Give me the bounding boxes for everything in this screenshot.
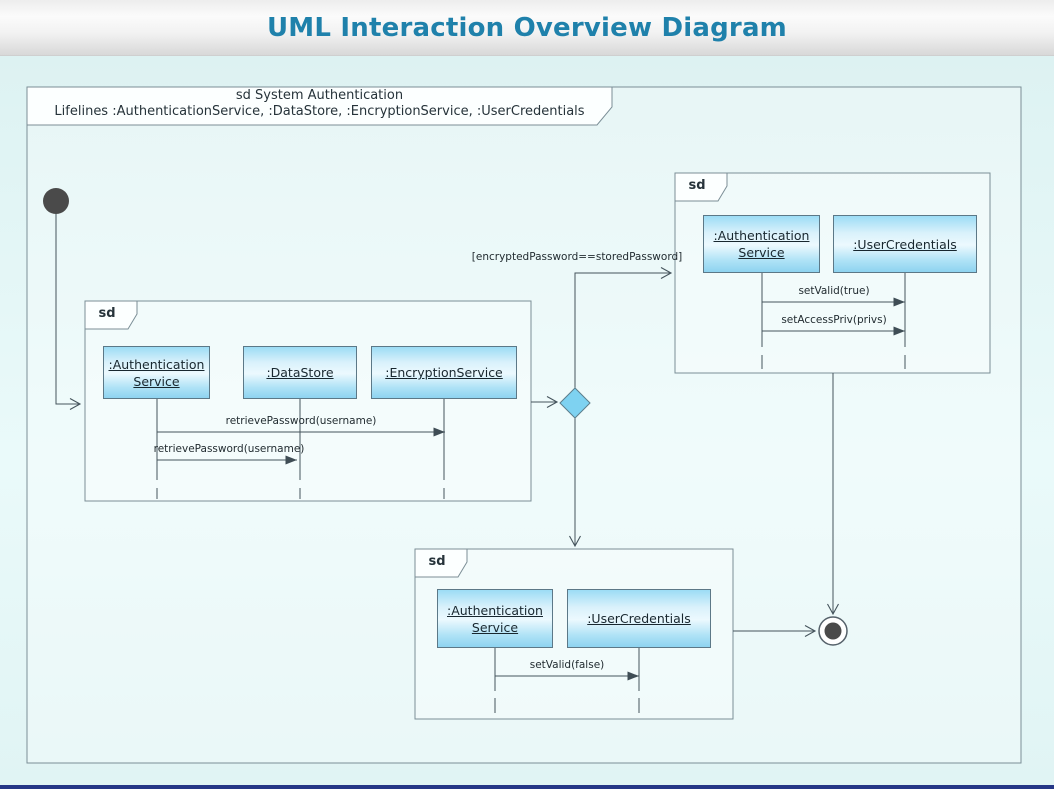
message-label-retrievePassword-encryption: retrievePassword(username) <box>225 415 377 427</box>
lifeline-label: :UserCredentials <box>853 236 957 252</box>
fragment-frame-sd2 <box>674 172 991 374</box>
message-label-setValid-false: setValid(false) <box>529 659 605 671</box>
sd1-tab-label: sd <box>98 306 116 321</box>
final-node-core <box>824 622 842 640</box>
bottom-accent-bar <box>0 785 1054 789</box>
lifeline-box-datastore: :DataStore <box>243 346 357 399</box>
outer-frame-title: sd System Authentication <box>235 88 404 103</box>
outer-frame-lifelines-list: Lifelines :AuthenticationService, :DataS… <box>54 104 585 119</box>
sd1-tab-pentagon <box>84 300 138 330</box>
sd3-tab-label: sd <box>428 554 446 569</box>
lifeline-box-authenticationservice-sd1: :Authentication Service <box>103 346 210 399</box>
lifeline-label: :Authentication <box>447 602 543 618</box>
guard-condition-label: [encryptedPassword==storedPassword] <box>471 251 683 263</box>
lifeline-label: :DataStore <box>266 365 334 380</box>
page-title: UML Interaction Overview Diagram <box>267 12 787 43</box>
outer-frame-name-pentagon <box>26 86 613 126</box>
lifeline-box-usercredentials-sd3: :UserCredentials <box>567 589 711 648</box>
lifeline-label: Service <box>471 619 519 635</box>
lifeline-label: Service <box>133 373 180 389</box>
outer-frame-heading: sd System Authentication Lifelines :Auth… <box>27 88 612 120</box>
message-label-retrievePassword-datastore: retrievePassword(username) <box>153 443 305 455</box>
control-flow-edges <box>55 214 839 637</box>
lifeline-box-usercredentials-sd2: :UserCredentials <box>833 215 977 273</box>
message-label-setValid-true: setValid(true) <box>798 285 870 297</box>
lifeline-box-authenticationservice-sd2: :Authentication Service <box>703 215 820 273</box>
lifelines-sd2 <box>761 273 906 369</box>
message-label-setAccessPriv: setAccessPriv(privs) <box>781 314 887 326</box>
lifeline-label: :Authentication <box>713 228 810 243</box>
lifelines-sd1 <box>156 399 445 499</box>
interaction-frame-outer <box>26 86 1022 764</box>
lifeline-label: :Authentication <box>108 356 205 372</box>
sd2-tab-pentagon <box>674 172 728 202</box>
decision-diamond <box>559 387 591 419</box>
message-arrows <box>157 297 905 681</box>
fragment-frame-sd1 <box>84 300 532 502</box>
lifelines-sd3 <box>494 648 640 713</box>
lifeline-box-encryptionservice: :EncryptionService <box>371 346 517 399</box>
initial-node <box>43 188 69 214</box>
diagram-graphics <box>26 86 1022 764</box>
lifeline-label: :EncryptionService <box>385 365 503 380</box>
diagram-canvas: sd System Authentication Lifelines :Auth… <box>0 56 1054 789</box>
lifeline-label: :UserCredentials <box>587 611 691 626</box>
edge-decision-to-sd2 <box>574 267 673 388</box>
lifeline-box-authenticationservice-sd3: :Authentication Service <box>437 589 553 648</box>
page-header: UML Interaction Overview Diagram <box>0 0 1054 56</box>
edge-initial-to-sd1 <box>55 214 82 410</box>
sd2-tab-label: sd <box>688 178 706 193</box>
sd3-tab-pentagon <box>414 548 468 578</box>
lifeline-label: Service <box>738 245 785 260</box>
